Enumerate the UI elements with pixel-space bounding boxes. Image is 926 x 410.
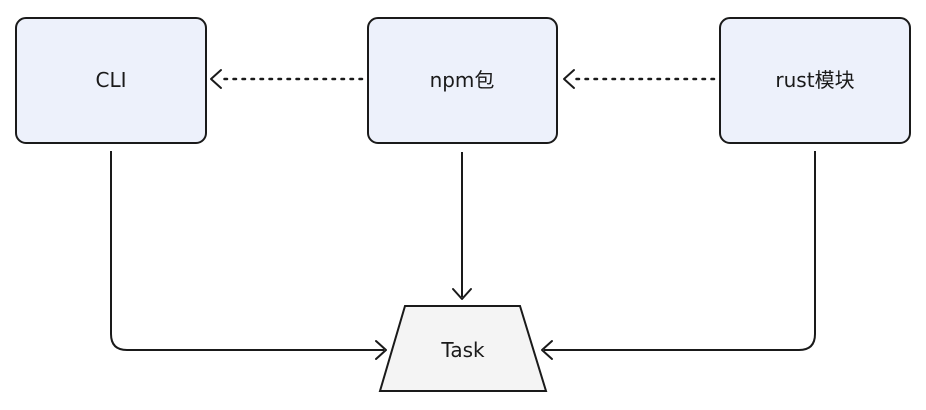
node-task-shape [378,305,548,392]
node-task[interactable]: Task [378,305,548,392]
node-cli-box [15,17,207,144]
node-cli-label: CLI [95,68,126,92]
node-rust-label: rust模块 [775,68,854,92]
edge-rust-to-task [541,151,816,360]
arrowhead-cli-to-task [375,340,387,360]
edge-rust-to-npm [563,69,716,89]
edge-cli-to-task-line [110,151,384,351]
arrowhead-npm-to-task [452,288,472,300]
node-npm-label: npm包 [430,68,495,92]
arrowhead-rust-to-task [541,340,553,360]
node-npm[interactable]: npm包 [367,17,558,144]
node-npm-box [367,17,558,144]
node-rust[interactable]: rust模块 [719,17,911,144]
edge-cli-to-task [110,151,387,360]
arrowhead-rust-to-npm [563,69,575,89]
edge-npm-to-task [452,152,472,300]
edge-rust-to-task-line [544,151,816,351]
node-cli[interactable]: CLI [15,17,207,144]
arrowhead-npm-to-cli [210,69,222,89]
node-rust-box [719,17,911,144]
edge-npm-to-cli [210,69,364,89]
node-task-label: Task [440,338,485,362]
